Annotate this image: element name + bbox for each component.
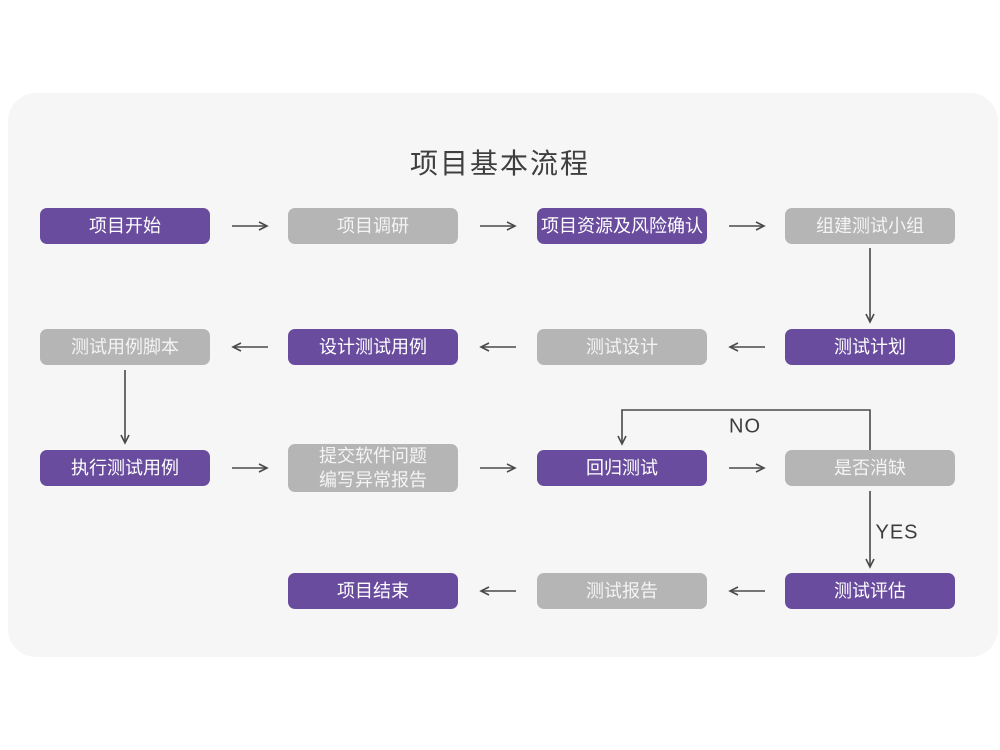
node-test-report: 测试报告 <box>537 573 707 609</box>
node-design-test-cases: 设计测试用例 <box>288 329 458 365</box>
diagram-title: 项目基本流程 <box>409 148 590 179</box>
node-test-evaluation: 测试评估 <box>785 573 955 609</box>
yes-branch-label: YES <box>875 521 919 544</box>
no-branch-label: NO <box>729 415 761 438</box>
node-resource-risk-confirm: 项目资源及风险确认 <box>537 208 707 244</box>
node-test-design: 测试设计 <box>537 329 707 365</box>
node-test-case-script: 测试用例脚本 <box>40 329 210 365</box>
node-project-research: 项目调研 <box>288 208 458 244</box>
node-project-end: 项目结束 <box>288 573 458 609</box>
node-submit-issue-report: 提交软件问题 编写异常报告 <box>288 444 458 492</box>
node-defect-resolved-check: 是否消缺 <box>785 450 955 486</box>
node-project-start: 项目开始 <box>40 208 210 244</box>
node-regression-test: 回归测试 <box>537 450 707 486</box>
node-build-test-team: 组建测试小组 <box>785 208 955 244</box>
flowchart-card <box>8 93 998 657</box>
node-test-plan: 测试计划 <box>785 329 955 365</box>
node-execute-test-cases: 执行测试用例 <box>40 450 210 486</box>
